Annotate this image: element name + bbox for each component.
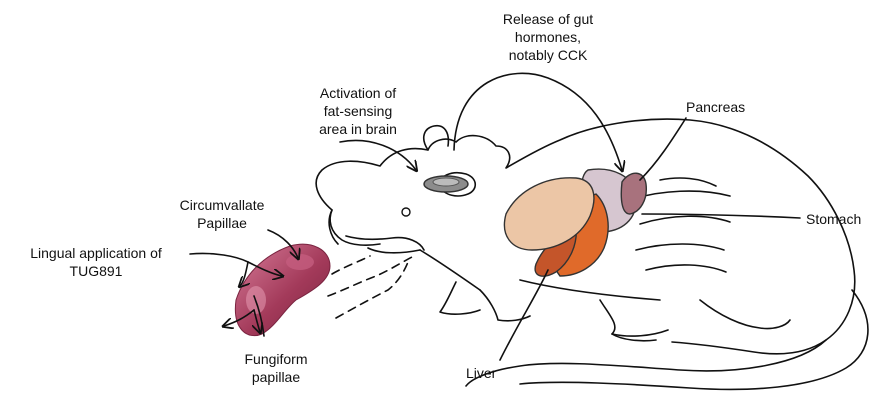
liver-front-lobe <box>503 177 595 251</box>
label-fungiform: Fungiform papillae <box>244 351 307 385</box>
label-lingual: Lingual application of TUG891 <box>30 245 162 279</box>
svg-text:Activation of: Activation of <box>320 85 396 101</box>
svg-text:fat-sensing: fat-sensing <box>324 103 392 119</box>
dashed-connector <box>327 255 415 319</box>
label-circumvallate: Circumvallate Papillae <box>180 197 265 231</box>
fungiform-line <box>253 295 265 337</box>
tongue <box>234 243 331 337</box>
arrow-brain-to-gut <box>453 72 622 170</box>
svg-text:Papillae: Papillae <box>197 215 247 231</box>
svg-text:notably CCK: notably CCK <box>509 47 588 63</box>
circumvallate-arrow <box>267 229 298 258</box>
label-liver: Liver <box>466 365 497 381</box>
fungiform-arrow-left <box>224 309 255 326</box>
fungiform-arrow-down <box>254 309 260 332</box>
svg-text:papillae: papillae <box>252 369 300 385</box>
pancreas-organ <box>620 172 647 215</box>
svg-text:Circumvallate: Circumvallate <box>180 197 265 213</box>
arrow-to-brain <box>339 139 416 170</box>
svg-text:Release of gut: Release of gut <box>503 11 593 27</box>
pancreas-leader-line <box>639 117 687 181</box>
stomach-leader-line <box>641 213 801 219</box>
lingual-arrow-lower <box>240 261 248 286</box>
mouse-eye <box>401 207 411 217</box>
label-stomach: Stomach <box>806 211 861 227</box>
lingual-line <box>189 252 249 263</box>
svg-text:TUG891: TUG891 <box>70 263 123 279</box>
svg-text:Lingual application of: Lingual application of <box>30 245 162 261</box>
label-pancreas: Pancreas <box>686 99 745 115</box>
brain-area-center <box>432 177 460 187</box>
label-brain: Activation of fat-sensing area in brain <box>319 85 397 137</box>
svg-text:hormones,: hormones, <box>515 29 581 45</box>
label-gut-hormones: Release of gut hormones, notably CCK <box>503 11 593 63</box>
svg-text:Fungiform: Fungiform <box>244 351 307 367</box>
svg-text:area in brain: area in brain <box>319 121 397 137</box>
liver-leader-line <box>499 269 549 361</box>
lingual-arrow-upper <box>247 261 282 276</box>
